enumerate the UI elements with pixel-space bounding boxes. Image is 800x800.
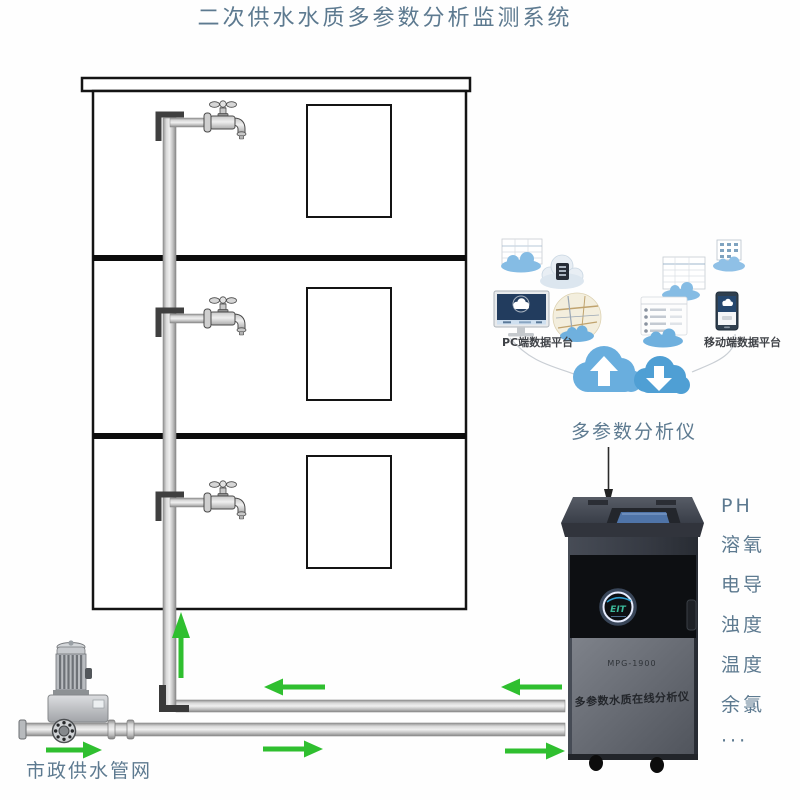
window-floor3 <box>306 455 392 569</box>
data-table-icon <box>662 256 706 301</box>
arrow-left-icon <box>501 678 562 696</box>
cloud-platform-cluster <box>493 238 745 394</box>
pc-platform-label: PC端数据平台 <box>502 336 574 349</box>
branch-pipe-floor2 <box>169 313 207 324</box>
device-front-panel <box>572 638 694 758</box>
device-black-band <box>570 555 696 638</box>
return-pipe <box>175 699 566 713</box>
flow-arrows <box>46 612 565 760</box>
elbow-fitting-bottom <box>159 685 189 712</box>
parameter-item: ··· <box>721 730 749 752</box>
parameter-item: 电导 <box>721 574 766 596</box>
console-lip <box>561 523 704 537</box>
branch-pipe-floor3 <box>169 497 207 508</box>
parameter-item: 温度 <box>721 654 766 676</box>
arrow-right-icon <box>505 742 565 760</box>
small-cloud-icon <box>560 330 594 342</box>
floor-divider-1 <box>93 255 466 261</box>
cloud-upload-icon <box>573 346 642 392</box>
connector-line <box>509 337 575 375</box>
pc-monitor-icon <box>493 290 550 337</box>
caster-wheel <box>650 757 664 773</box>
building-wall <box>91 89 468 611</box>
logo-text: EIT <box>610 605 626 615</box>
window-floor2 <box>306 287 392 401</box>
smartphone-icon <box>715 291 739 331</box>
floor-divider-2 <box>93 433 466 439</box>
riser-pipe <box>162 117 177 707</box>
small-cloud-icon <box>501 259 541 273</box>
analyzer-device: EIT <box>561 447 704 773</box>
pump-housing <box>47 694 109 723</box>
logo-ring <box>602 591 634 623</box>
parameter-item: PH <box>721 495 753 517</box>
parameter-item: 浊度 <box>721 614 766 636</box>
elbow-fitting-floor3 <box>155 491 184 521</box>
data-table-icon <box>501 238 543 273</box>
device-model-label: MPG-1900 <box>607 659 657 668</box>
analyzer-label: 多参数分析仪 <box>571 421 698 443</box>
pipe-coupling <box>107 719 116 740</box>
device-screen <box>616 512 670 525</box>
cloud-download-icon <box>634 356 690 394</box>
window-floor1 <box>306 104 392 218</box>
branch-pipe-floor1 <box>169 117 207 128</box>
parameter-list: PH 溶氧 电导 浊度 温度 余氯 ··· <box>721 495 765 752</box>
building-roof <box>80 76 472 93</box>
connector-line <box>691 333 736 373</box>
elbow-fitting-floor2 <box>155 307 184 337</box>
page-title: 二次供水水质多参数分析监测系统 <box>197 6 573 31</box>
mobile-platform-label: 移动端数据平台 <box>704 336 781 349</box>
logo-swoosh <box>606 596 632 603</box>
parameter-item: 溶氧 <box>721 534 766 556</box>
elbow-fitting-floor1 <box>155 111 184 141</box>
supply-pipe <box>21 722 566 737</box>
pipework <box>18 111 566 740</box>
pump-knob <box>85 668 92 679</box>
building <box>80 76 472 611</box>
pump-icon <box>47 640 109 744</box>
arrow-up-icon <box>172 612 190 678</box>
pipe-coupling <box>126 719 135 740</box>
arrow-right-icon <box>263 740 323 758</box>
pipe-end-cap <box>18 719 27 740</box>
map-icon <box>552 292 602 342</box>
device-handle <box>686 599 697 631</box>
building-icon <box>713 239 745 272</box>
list-panel-icon <box>640 296 688 348</box>
parameter-item: 余氯 <box>721 694 766 716</box>
antenna-base <box>604 489 613 497</box>
crown-cloud-device-icon <box>540 254 584 289</box>
caster-wheel <box>589 755 603 771</box>
arrow-left-icon <box>264 678 325 696</box>
arrow-right-icon <box>46 741 102 759</box>
small-cloud-icon <box>643 334 683 348</box>
small-cloud-icon <box>713 260 745 272</box>
municipal-supply-label: 市政供水管网 <box>26 760 153 782</box>
